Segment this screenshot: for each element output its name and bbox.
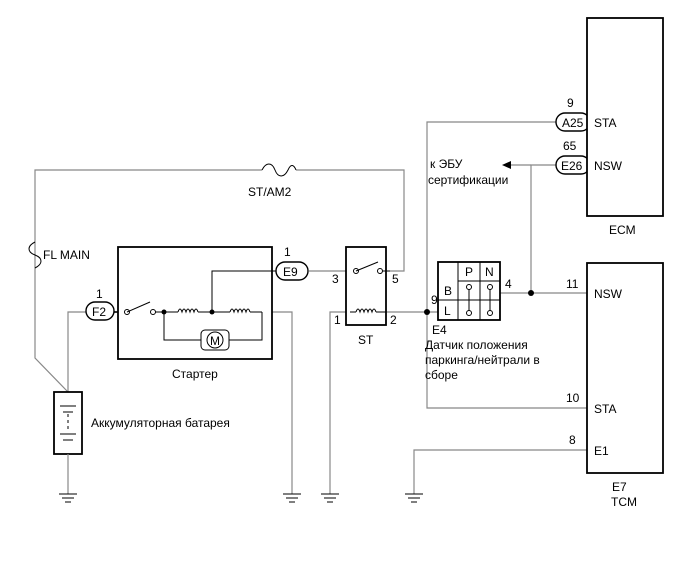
grounds [59,493,423,503]
pin-e4-4: 4 [505,277,512,291]
connector-f2-shape [85,301,115,321]
tcm-terminal-nsw: NSW [594,287,623,301]
ecm-terminal-nsw: NSW [594,159,623,173]
starter: M Стартер [117,246,281,381]
ground-icon [321,493,339,503]
ground-icon [405,493,423,503]
fuse-st-am2-label: ST/AM2 [248,185,292,199]
starter-hold-in-coil [229,308,251,314]
pin-relay-2: 2 [390,313,397,327]
tcm-box [586,262,664,474]
starter-solenoid-feed [211,270,281,312]
junction-dot [424,309,430,315]
ground-icon [283,493,301,503]
ecm-box [586,17,664,217]
switch-position-p: P [465,265,473,279]
pin-relay-1: 1 [334,313,341,327]
ground-icon [59,493,77,503]
tcm-terminal-sta: STA [594,402,616,416]
connector-a25-label: A25 [562,116,584,130]
switch-contact [487,284,493,290]
starter-motor-loop [163,312,201,341]
immobiliser-label-2: сертификации [428,173,508,187]
st-relay: 3 5 1 2 ST [332,246,399,347]
fuse-st-am2-icon [261,163,297,177]
park-neutral-code: E4 [432,323,447,337]
connector-f2-label: F2 [92,305,106,319]
wire-battery-to-f2 [67,311,86,392]
starter-contact [124,309,130,315]
pin-tcm-10: 10 [566,391,580,405]
starter-pull-in-coil [177,308,199,314]
junction-dot [528,290,534,296]
battery-label: Аккумуляторная батарея [91,416,230,430]
fuse-fl-main: FL MAIN [28,241,90,269]
switch-position-b: B [444,284,452,298]
st-relay-box [345,246,387,326]
motor-circle [206,331,224,349]
pin-ecm-9: 9 [567,96,574,110]
switch-contact [466,310,472,316]
tcm-terminal-e1: E1 [594,444,609,458]
pin-e9-1: 1 [284,245,291,259]
connector-e26-label: E26 [561,159,583,173]
ecm-terminal-sta: STA [594,116,616,130]
switch-contact [466,284,472,290]
pin-tcm-11: 11 [566,277,579,291]
switch-position-n: N [485,265,494,279]
pin-relay-5: 5 [392,272,399,286]
fuse-fl-main-label: FL MAIN [43,248,90,262]
park-neutral-switch: P N B L 9 4 E4 Датчик положения паркинга… [425,261,540,382]
ecm-label: ECM [609,223,636,237]
wire-tcm-e1-ground [413,449,587,494]
wire-battery-to-stam2 [34,169,262,393]
connector-a25: A25 9 [555,96,591,132]
fuse-st-am2: ST/AM2 [248,163,297,199]
connector-e9-shape [275,261,309,281]
motor-icon [200,329,230,351]
starter-motor-loop [229,312,263,341]
motor-label: M [210,334,220,348]
switch-contact [487,310,493,316]
tcm-label: TCM [611,495,637,509]
pin-relay-3: 3 [332,272,339,286]
switch-position-l: L [444,304,451,318]
tcm: 11 NSW 10 STA 8 E1 E7 TCM [566,262,664,509]
connector-f2: F2 1 [85,287,115,321]
wires [34,121,587,494]
park-neutral-label-3: сборе [425,368,458,382]
arrow-to-immobiliser-icon [502,161,511,169]
pin-ecm-65: 65 [563,139,577,153]
immobiliser-label-1: к ЭБУ [430,157,463,171]
wire-relay1-ground [329,311,350,494]
starter-switch-blade [126,301,151,313]
relay-switch-blade [355,261,379,272]
battery: Аккумуляторная батарея [53,391,230,494]
relay-coil [355,308,377,314]
connector-e9: E9 1 [275,245,309,281]
wire-stam2-to-relay5 [296,169,405,272]
pin-e4-9: 9 [431,293,438,307]
park-neutral-label-2: паркинга/нейтрали в [425,353,540,367]
pin-f2-1: 1 [96,287,103,301]
pin-tcm-8: 8 [569,433,576,447]
connector-e9-label: E9 [283,265,298,279]
wire-nsw-to-ecm [530,164,556,293]
tcm-code: E7 [612,480,627,494]
st-relay-label: ST [358,333,374,347]
relay-contact [353,268,359,274]
ecm: STA NSW ECM [586,17,664,237]
connector-e26: E26 65 [555,139,591,175]
wire-sta-ecm [426,121,587,409]
park-neutral-label-1: Датчик положения [425,338,528,352]
starter-label: Стартер [172,367,218,381]
starter-box [117,246,273,360]
fuse-fl-main-icon [28,241,42,269]
